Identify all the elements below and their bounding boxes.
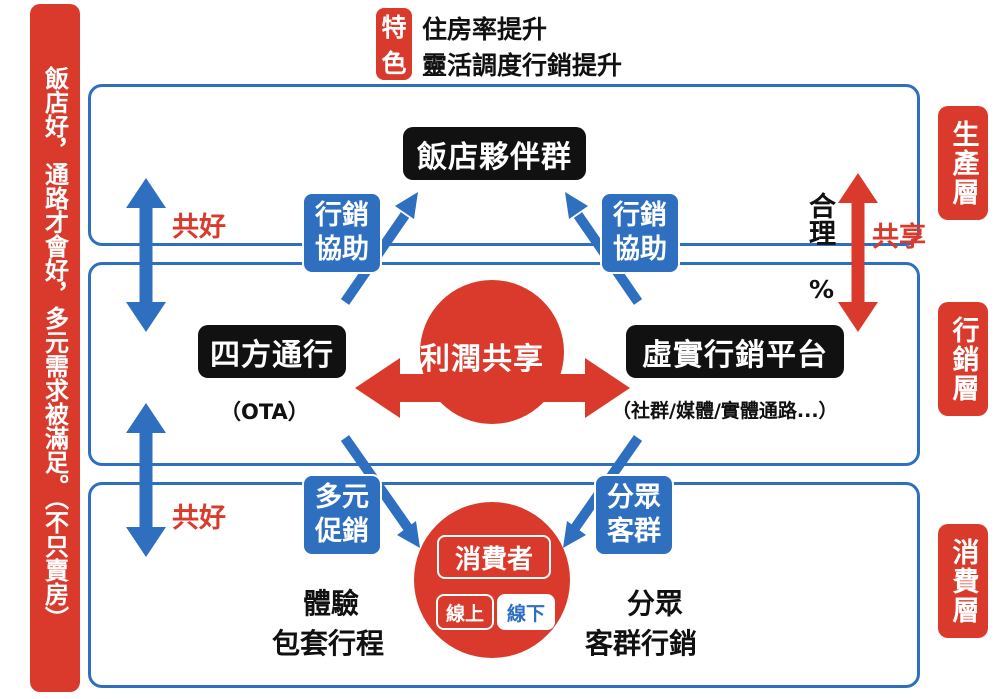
mutual-good-bottom-arrow <box>126 403 166 557</box>
marketing-assist-left-text: 行銷協助 <box>315 200 369 265</box>
hotel-partners-node: 飯店夥伴群 <box>403 127 586 180</box>
feature-badge-bottom: 色 <box>381 49 407 78</box>
mutual-good-top-arrow <box>126 178 166 332</box>
feature-badge: 特 色 <box>376 8 412 80</box>
consumer-circle <box>414 502 570 658</box>
marketing-assist-left-label: 行銷協助 <box>302 192 382 274</box>
consumer-layer-text: 消費層 <box>947 537 979 625</box>
platform-subtitle: （社群/媒體/實體通路...） <box>612 400 838 422</box>
reasonable-text: 合理 <box>804 192 835 246</box>
percent-text: % <box>809 275 835 304</box>
production-layer-frame <box>88 84 920 246</box>
consumer-layer-label: 消費層 <box>938 524 988 638</box>
four-way-node: 四方通行 <box>198 325 346 378</box>
marketing-layer-frame <box>88 262 920 466</box>
left-slogan-text: 飯店好，通路才會好，多元需求被滿足。（不只賣房） <box>40 66 69 630</box>
four-way-subtitle: （OTA） <box>220 400 309 424</box>
platform-text: 虛實行銷平台 <box>642 337 828 373</box>
feature-badge-top: 特 <box>381 13 407 42</box>
feature-line-2: 靈活調度行銷提升 <box>422 51 623 80</box>
share-text: 共享 <box>872 222 926 253</box>
experience-text: 體驗 <box>303 587 360 620</box>
profit-share-shape <box>355 280 630 424</box>
marketing-assist-right-label: 行銷協助 <box>600 192 680 274</box>
offline-pill: 線下 <box>497 594 555 630</box>
segmented-groups-label: 分眾客群 <box>594 474 674 556</box>
segmented-text: 分眾 <box>627 587 684 620</box>
marketing-layer-label: 行銷層 <box>938 302 988 416</box>
reasonable-share-arrow <box>838 173 878 332</box>
hotel-partners-text: 飯店夥伴群 <box>417 139 572 175</box>
mutual-good-top-text: 共好 <box>172 212 226 243</box>
segmented-groups-text: 分眾客群 <box>607 482 661 547</box>
consumer-layer-frame <box>88 482 920 688</box>
offline-text: 線下 <box>506 602 545 625</box>
package-itinerary-text: 包套行程 <box>272 627 385 660</box>
left-slogan-banner: 飯店好，通路才會好，多元需求被滿足。（不只賣房） <box>30 4 80 692</box>
consumer-text: 消費者 <box>454 544 533 575</box>
multi-promo-text: 多元促銷 <box>315 482 369 547</box>
four-way-text: 四方通行 <box>210 337 334 373</box>
segmented-marketing-text: 客群行銷 <box>585 627 698 660</box>
production-layer-text: 生產層 <box>947 119 979 207</box>
mutual-good-bottom-text: 共好 <box>172 503 226 534</box>
marketing-layer-text: 行銷層 <box>947 315 979 403</box>
production-layer-label: 生產層 <box>938 106 988 220</box>
consumer-label-box: 消費者 <box>437 535 551 579</box>
feature-line-1: 住房率提升 <box>422 15 548 44</box>
platform-node: 虛實行銷平台 <box>626 325 844 378</box>
marketing-assist-right-text: 行銷協助 <box>613 200 667 265</box>
profit-share-text: 利潤共享 <box>420 342 544 377</box>
online-text: 線上 <box>445 602 484 625</box>
online-pill: 線上 <box>436 594 494 630</box>
multi-promo-label: 多元促銷 <box>302 474 382 556</box>
